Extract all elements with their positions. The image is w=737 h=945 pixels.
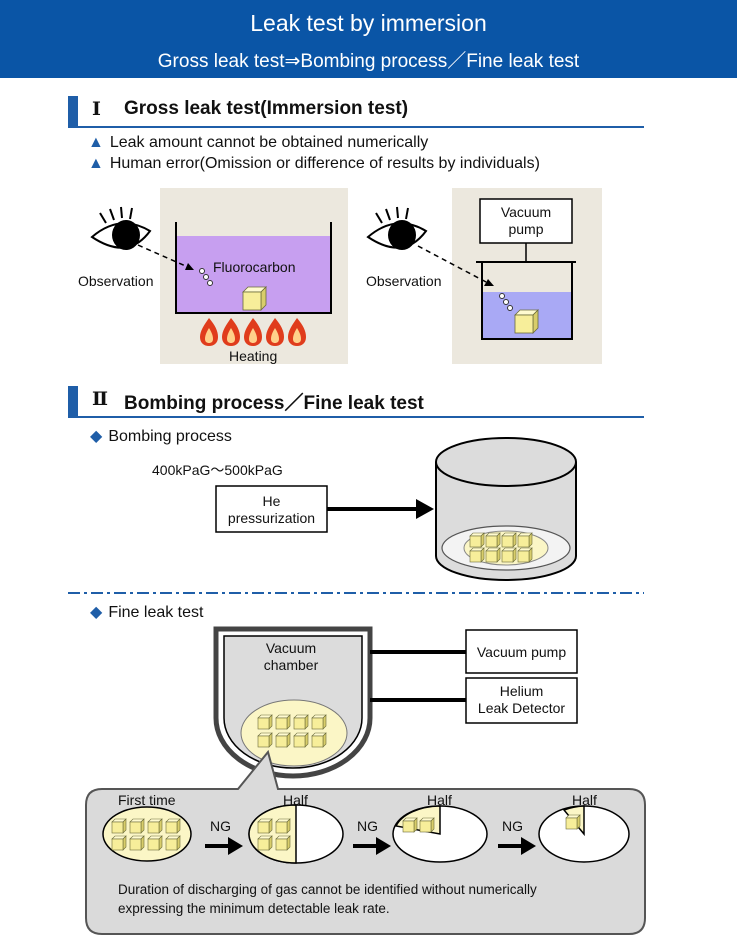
triangle-bullet-icon: ▲ bbox=[88, 155, 104, 172]
bullet-2-text: Human error(Omission or difference of re… bbox=[109, 155, 540, 172]
section-1-number: Ⅰ bbox=[92, 98, 101, 120]
section-1-title: Gross leak test(Immersion test) bbox=[124, 98, 409, 119]
leak-detector-box bbox=[465, 677, 578, 724]
step-half-3 bbox=[538, 805, 630, 863]
arrow-icon bbox=[498, 837, 536, 855]
section-2-title: Bombing process／Fine leak test bbox=[124, 393, 424, 414]
vacuum-pump-box-2 bbox=[465, 629, 578, 674]
he-pressurization-box bbox=[215, 485, 328, 533]
fluorocarbon-label: Fluorocarbon bbox=[213, 259, 296, 275]
ng-label-1: NG bbox=[210, 818, 231, 834]
cube-icon bbox=[514, 309, 539, 334]
triangle-bullet-icon: ▲ bbox=[88, 134, 104, 151]
ng-label-2: NG bbox=[357, 818, 378, 834]
section-2-heading: Ⅱ Bombing process／Fine leak test bbox=[68, 384, 644, 418]
step-half-1 bbox=[248, 804, 344, 864]
vacuum-pump-box bbox=[479, 198, 573, 244]
leak-detector-label: Helium Leak Detector bbox=[477, 683, 566, 716]
page-subtitle: Gross leak test⇒Bombing process／Fine lea… bbox=[157, 51, 580, 72]
step-label-half-2: Half bbox=[427, 792, 452, 808]
eye-icon bbox=[367, 206, 427, 251]
page-title: Leak test by immersion bbox=[250, 10, 487, 36]
step-label-first-time: First time bbox=[118, 792, 176, 808]
vacuum-chamber-label: Vacuum chamber bbox=[263, 640, 319, 673]
bullet-1-text: Leak amount cannot be obtained numerical… bbox=[109, 134, 429, 151]
section-2-number: Ⅱ bbox=[92, 388, 109, 410]
detection-callout bbox=[85, 749, 646, 935]
cube-icon bbox=[242, 286, 267, 311]
diamond-bullet-icon: ◆ bbox=[90, 604, 103, 621]
gross-right-tank bbox=[481, 262, 573, 340]
arrow-icon bbox=[353, 837, 391, 855]
eye-icon bbox=[91, 206, 151, 251]
fine-leak-label: Fine leak test bbox=[108, 604, 204, 621]
bullet-2: ▲ Human error(Omission or difference of r… bbox=[88, 155, 540, 173]
step-label-half-1: Half bbox=[283, 792, 308, 808]
section-1-heading: Ⅰ Gross leak test(Immersion test) bbox=[68, 94, 644, 128]
callout-note: Duration of discharging of gas cannot be… bbox=[118, 882, 537, 916]
observation-label-left: Observation bbox=[78, 273, 154, 289]
step-first-time bbox=[102, 806, 192, 862]
bombing-bullet: ◆ Bombing process bbox=[90, 426, 232, 446]
bombing-vessel bbox=[435, 437, 577, 581]
vacuum-pump-label-2: Vacuum pump bbox=[476, 644, 567, 660]
he-pressurization-label: He pressurization bbox=[227, 493, 316, 526]
arrow-icon bbox=[205, 837, 243, 855]
section-1-bar bbox=[68, 96, 78, 126]
step-label-half-3: Half bbox=[572, 792, 597, 808]
heating-label: Heating bbox=[229, 348, 278, 364]
step-half-2 bbox=[392, 805, 488, 863]
observation-label-right: Observation bbox=[366, 273, 442, 289]
diamond-bullet-icon: ◆ bbox=[90, 428, 103, 445]
pressure-label: 400kPaG～500kPaG bbox=[152, 462, 283, 478]
vacuum-pump-label: Vacuum pump bbox=[500, 204, 552, 237]
header-banner: Leak test by immersion Gross leak test⇒B… bbox=[0, 0, 737, 78]
ng-label-3: NG bbox=[502, 818, 523, 834]
fine-leak-bullet: ◆ Fine leak test bbox=[90, 602, 203, 622]
bullet-1: ▲ Leak amount cannot be obtained numerica… bbox=[88, 134, 428, 152]
vacuum-chamber bbox=[213, 626, 373, 779]
gross-left-tank bbox=[175, 222, 332, 314]
bombing-label: Bombing process bbox=[108, 428, 232, 445]
section-2-bar bbox=[68, 386, 78, 416]
